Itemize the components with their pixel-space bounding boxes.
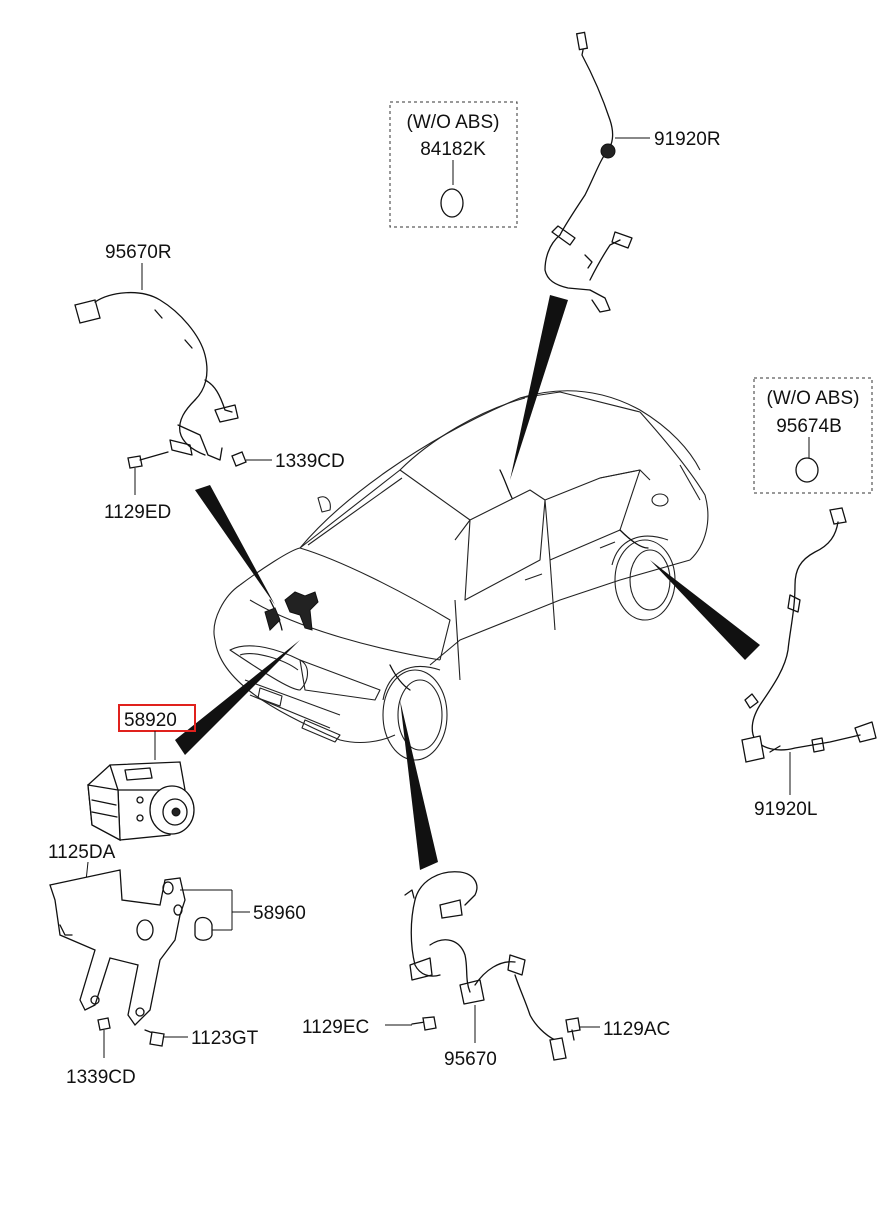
part-91920R: 91920R	[544, 31, 721, 313]
part-58920: 58920	[87, 704, 196, 842]
wedge-58920	[175, 640, 300, 755]
part-1339CD-bottom: 1339CD	[66, 1017, 136, 1088]
part-label-1125DA: 1125DA	[48, 842, 116, 863]
part-95670R: 95670R	[74, 242, 239, 461]
plug-84182K	[440, 188, 464, 218]
part-label-1339CD-bottom: 1339CD	[66, 1067, 136, 1088]
part-1129EC: 1129EC	[302, 1016, 437, 1038]
car-illustration	[213, 390, 709, 761]
part-1123GT: 1123GT	[144, 1028, 259, 1049]
part-label-95670R: 95670R	[105, 242, 172, 263]
part-95670: 95670	[404, 871, 567, 1070]
wedge-95670R	[195, 485, 275, 605]
part-label-1129AC: 1129AC	[603, 1019, 670, 1040]
pointer-wedges	[175, 295, 760, 870]
abs-unit-in-car	[264, 591, 319, 631]
part-91920L: 91920L	[741, 507, 877, 820]
part-label-58920: 58920	[124, 710, 177, 731]
part-label-91920L: 91920L	[754, 799, 817, 820]
wo-abs-label-1: (W/O ABS)	[407, 112, 500, 133]
part-1129AC: 1129AC	[565, 1017, 670, 1041]
part-label-1129ED: 1129ED	[104, 502, 171, 523]
wo-abs-box-84182K: (W/O ABS) 84182K	[389, 101, 518, 228]
part-bracket-58960: 1125DA 58960	[48, 842, 306, 1027]
part-label-95674B: 95674B	[776, 416, 842, 437]
plug-95674B	[795, 457, 819, 483]
part-label-1129EC: 1129EC	[302, 1017, 369, 1038]
part-label-58960: 58960	[253, 903, 306, 924]
highlight-box-58920	[118, 704, 196, 732]
wedge-91920R	[510, 295, 568, 480]
part-1339CD-top: 1339CD	[231, 451, 345, 472]
part-label-91920R: 91920R	[654, 129, 721, 150]
part-label-1123GT: 1123GT	[191, 1028, 259, 1049]
wo-abs-label-2: (W/O ABS)	[767, 388, 860, 409]
wedge-95670	[400, 700, 438, 870]
part-label-84182K: 84182K	[420, 139, 486, 160]
wo-abs-box-95674B: (W/O ABS) 95674B	[753, 377, 873, 494]
part-label-1339CD-top: 1339CD	[275, 451, 345, 472]
part-1129ED: 1129ED	[104, 451, 171, 523]
part-label-95670: 95670	[444, 1049, 497, 1070]
wedge-91920L	[650, 560, 760, 660]
